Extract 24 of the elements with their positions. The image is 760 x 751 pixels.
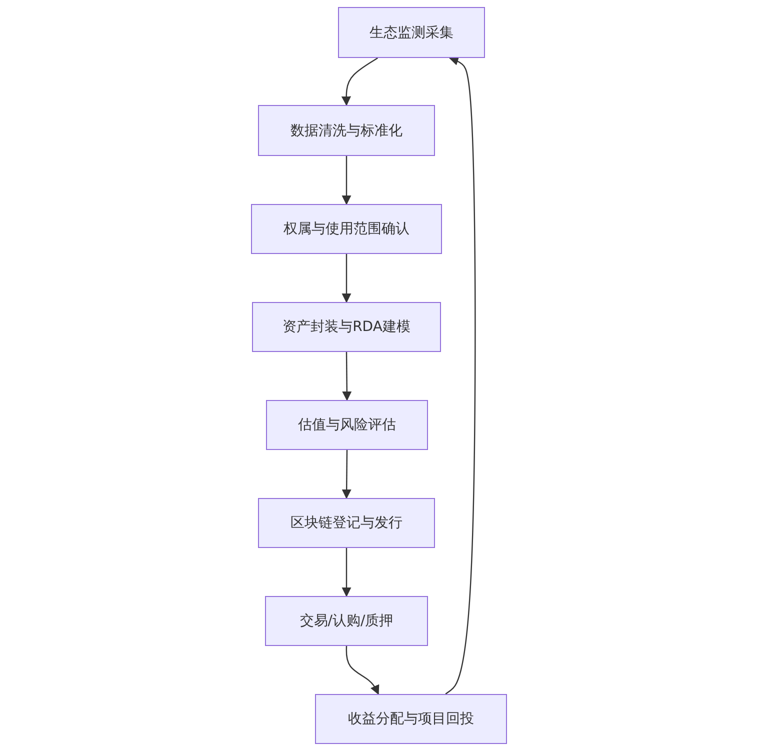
node-label: 资产封装与RDA建模 (282, 318, 410, 336)
arrow (342, 548, 352, 597)
process-box (338, 7, 485, 58)
process-box (265, 596, 428, 646)
process-box (251, 204, 442, 254)
node-label: 交易/认购/质押 (300, 612, 394, 630)
arrow (342, 254, 352, 303)
process-box (266, 400, 428, 450)
arrow (342, 156, 352, 205)
process-box (258, 498, 435, 548)
node-label: 数据清洗与标准化 (290, 122, 402, 140)
node-label: 区块链登记与发行 (290, 514, 402, 532)
node-label: 收益分配与项目回投 (348, 710, 474, 728)
process-box (258, 105, 435, 156)
node-label: 生态监测采集 (370, 24, 454, 42)
node-label: 估值与风险评估 (298, 416, 396, 434)
process-box (315, 694, 507, 744)
arrow (342, 450, 352, 499)
process-box (252, 302, 441, 352)
arrow (445, 56, 476, 694)
arrow (346, 646, 380, 695)
arrow (341, 57, 378, 106)
node-label: 权属与使用范围确认 (284, 220, 410, 238)
arrow (342, 352, 352, 401)
